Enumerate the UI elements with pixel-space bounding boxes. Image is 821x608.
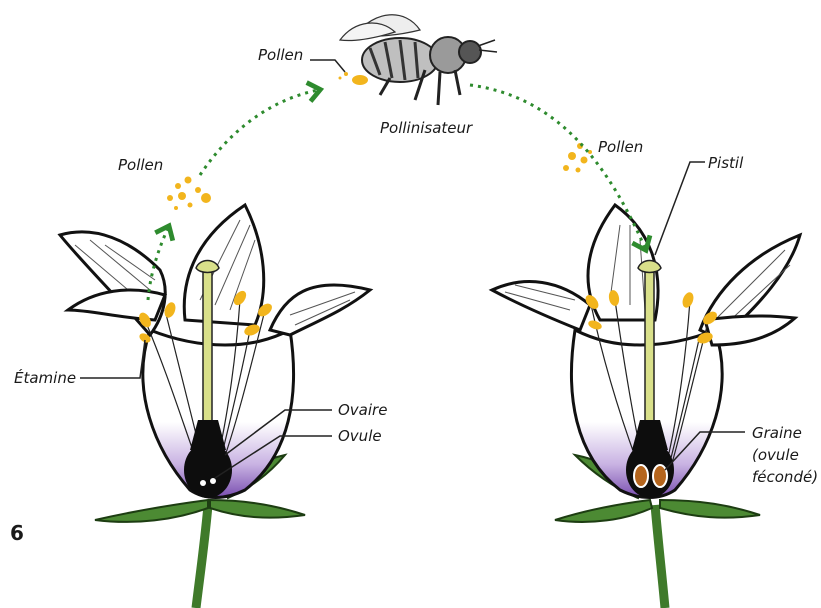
figure-number: 6 <box>10 521 24 545</box>
label-pollen-bee: Pollen <box>258 46 303 64</box>
label-ovule: Ovule <box>338 427 382 445</box>
pollen-basket <box>352 75 368 85</box>
label-ovary: Ovaire <box>338 401 387 419</box>
seed-1 <box>634 465 648 487</box>
stem-right <box>655 505 665 608</box>
bee-icon <box>339 15 498 105</box>
sepal-left <box>95 500 208 522</box>
seed-2 <box>653 465 667 487</box>
label-pollinator: Pollinisateur <box>380 119 473 137</box>
label-seed-line1: Graine <box>752 424 802 442</box>
ovule-1 <box>200 480 206 486</box>
label-pollen-right: Pollen <box>598 138 643 156</box>
pistil-right <box>645 270 654 430</box>
arrow-pollen-to-bee <box>200 90 318 175</box>
sepal-right <box>210 500 305 518</box>
ovary-left <box>184 442 232 498</box>
label-pistil: Pistil <box>708 154 744 172</box>
petal-lobe-2 <box>68 290 165 320</box>
ovule-2 <box>210 478 216 484</box>
flower-right <box>492 205 800 608</box>
pistil-left <box>203 270 212 430</box>
stem-left <box>196 505 208 608</box>
label-seed-line3: fécondé) <box>752 468 818 486</box>
label-stamen: Étamine <box>14 368 76 387</box>
pollen-cluster-left <box>167 177 211 211</box>
petal-lobe-3 <box>184 205 263 325</box>
pollen-cluster-right <box>563 143 592 173</box>
flower-left <box>60 205 370 608</box>
label-seed-line2: (ovule <box>752 446 799 464</box>
label-pollen-left: Pollen <box>118 156 163 174</box>
